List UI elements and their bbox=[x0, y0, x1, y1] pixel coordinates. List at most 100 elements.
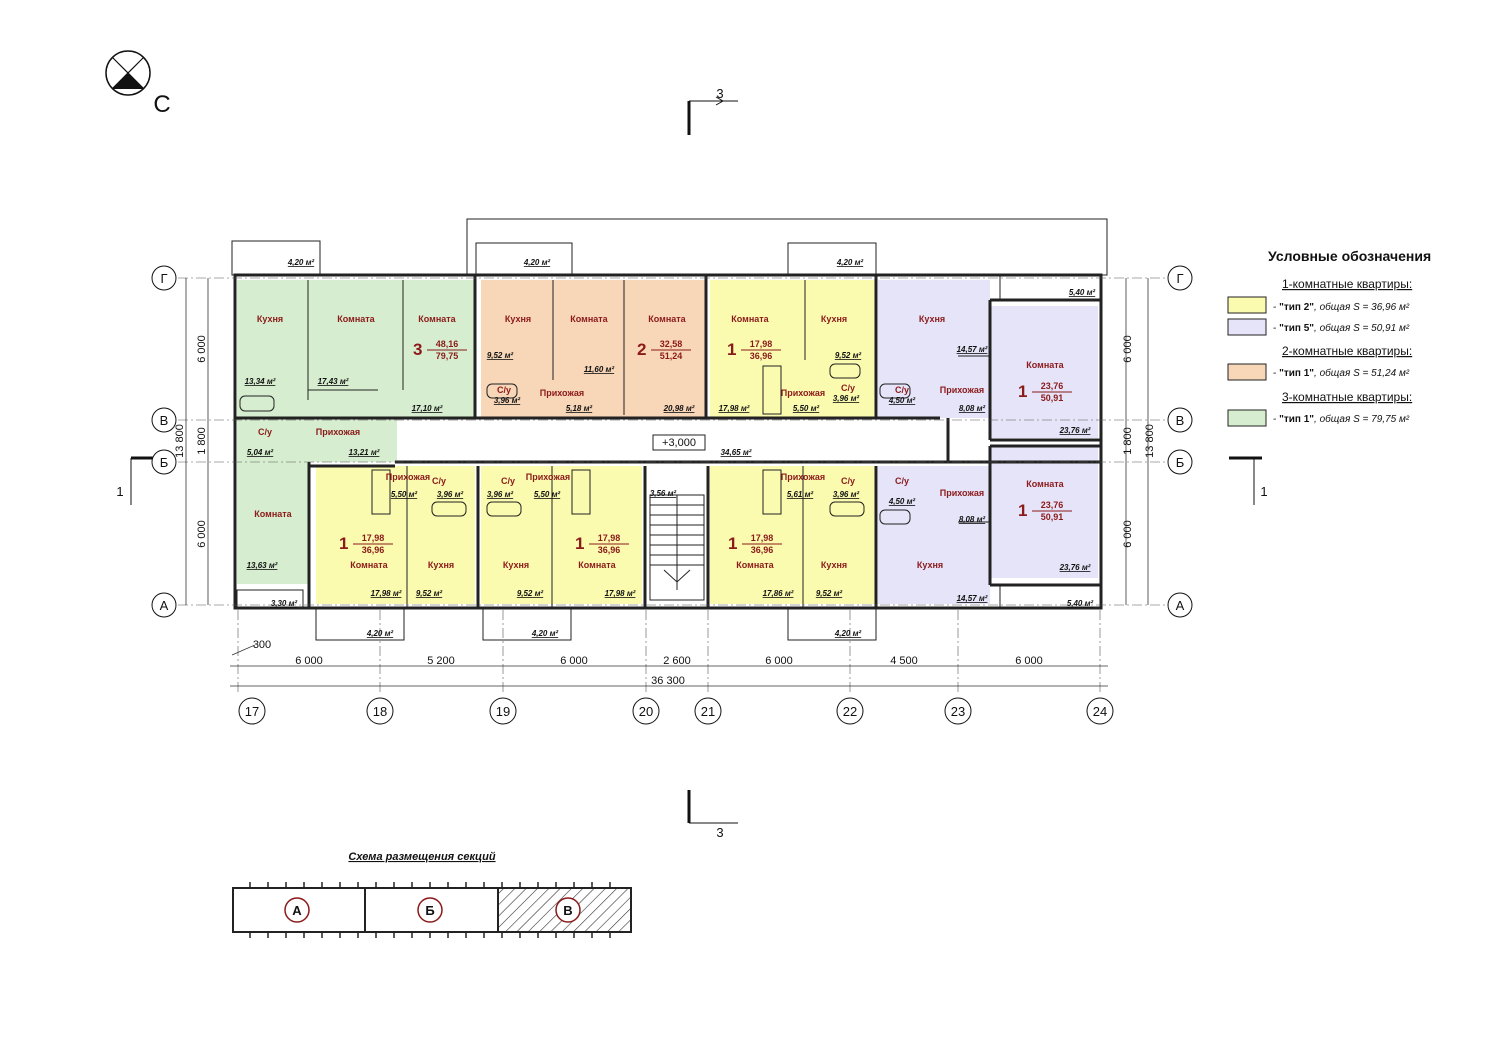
room-label: Кухня bbox=[428, 560, 454, 570]
axis-label-row-b: Б bbox=[1176, 455, 1185, 470]
apartment-total-area: 79,75 bbox=[436, 351, 459, 361]
room-labels: Кухня 13,34 м² Комната 17,43 м² Комната … bbox=[245, 314, 1091, 603]
apartment-total-area: 51,24 bbox=[660, 351, 683, 361]
room-area: 9,52 м² bbox=[816, 589, 843, 598]
axis-label-col-21: 21 bbox=[701, 704, 715, 719]
dim-left-total: 13 800 bbox=[174, 424, 186, 458]
room-label: Кухня bbox=[257, 314, 283, 324]
room-area: 17,43 м² bbox=[318, 377, 349, 386]
room-label: Прихожая bbox=[781, 472, 825, 482]
room-label: Комната bbox=[570, 314, 608, 324]
apartment-living-area: 17,98 bbox=[750, 339, 773, 349]
dim-bottom-4: 2 600 bbox=[663, 655, 691, 667]
room-area: 9,52 м² bbox=[517, 589, 544, 598]
room-area: 8,08 м² bbox=[959, 404, 986, 413]
room-area: 11,60 м² bbox=[584, 365, 615, 374]
axis-label-col-20: 20 bbox=[639, 704, 653, 719]
north-arrow-icon bbox=[105, 50, 151, 96]
room-label: Комната bbox=[1026, 360, 1064, 370]
apartment-total-area: 36,96 bbox=[750, 351, 773, 361]
apartment-living-area: 17,98 bbox=[751, 533, 774, 543]
room-area: 5,50 м² bbox=[793, 404, 820, 413]
room-label: Прихожая bbox=[781, 388, 825, 398]
room-label: С/у bbox=[258, 427, 272, 437]
apartment-living-area: 23,76 bbox=[1041, 500, 1064, 510]
legend: Условные обозначения 1-комнатные квартир… bbox=[1227, 248, 1431, 427]
room-area: 8,08 м² bbox=[959, 515, 986, 524]
room-label: Кухня bbox=[919, 314, 945, 324]
room-area: 17,86 м² bbox=[763, 589, 794, 598]
level-label: +3,000 bbox=[662, 437, 696, 449]
scheme-section-v: В bbox=[563, 903, 572, 918]
section-mark-bottom bbox=[687, 790, 738, 824]
apartment-rooms: 1 bbox=[727, 340, 736, 359]
dim-right-total: 13 800 bbox=[1144, 424, 1156, 458]
axis-label-row-b: Б bbox=[160, 455, 169, 470]
room-area: 5,61 м² bbox=[787, 490, 814, 499]
north-letter: С bbox=[153, 91, 170, 118]
room-area: 14,57 м² bbox=[957, 345, 988, 354]
room-label: Комната bbox=[1026, 479, 1064, 489]
axis-bubble-col-18 bbox=[366, 697, 394, 725]
room-area: 23,76 м² bbox=[1059, 426, 1091, 435]
apartment-living-area: 32,58 bbox=[660, 339, 683, 349]
legend-group-3: 3-комнатные квартиры: bbox=[1282, 390, 1412, 404]
room-label: Комната bbox=[648, 314, 686, 324]
room-area: 3,96 м² bbox=[494, 396, 521, 405]
section-mark-top-label: 3 bbox=[716, 86, 723, 101]
legend-item-3: - "тип 1", общая S = 51,24 м² bbox=[1273, 367, 1410, 379]
level-badge bbox=[652, 434, 706, 451]
axis-bubble-row-b bbox=[1167, 449, 1193, 475]
dim-right-3: 6 000 bbox=[1122, 520, 1134, 548]
room-label: С/у bbox=[895, 476, 909, 486]
room-area: 4,50 м² bbox=[888, 497, 916, 506]
apartment-rooms: 1 bbox=[1018, 382, 1027, 401]
apartment-total-area: 36,96 bbox=[751, 545, 774, 555]
room-area: 9,52 м² bbox=[416, 589, 443, 598]
axis-bubble-row-a bbox=[1167, 592, 1193, 618]
room-label: С/у bbox=[841, 476, 855, 486]
room-area: 5,50 м² bbox=[391, 490, 418, 499]
axis-bubble-col-24 bbox=[1086, 697, 1114, 725]
room-area: 5,50 м² bbox=[534, 490, 561, 499]
legend-swatch bbox=[1227, 318, 1267, 336]
axis-bubble-row-b bbox=[151, 449, 177, 475]
apartment-rooms: 1 bbox=[339, 534, 348, 553]
room-label: Комната bbox=[337, 314, 375, 324]
axis-bubble-row-v bbox=[1167, 407, 1193, 433]
dim-bottom-2: 5 200 bbox=[427, 655, 455, 667]
section-scheme: Схема размещения секций А Б В bbox=[232, 851, 632, 938]
axis-label-row-a: А bbox=[1176, 598, 1185, 613]
dim-left-3: 6 000 bbox=[196, 520, 208, 548]
axis-bubble-row-g bbox=[151, 265, 177, 291]
bathtub-icons bbox=[239, 363, 911, 525]
room-label: Кухня bbox=[821, 314, 847, 324]
legend-item-4: - "тип 1", общая S = 79,75 м² bbox=[1273, 413, 1410, 425]
dim-right-2: 1 800 bbox=[1122, 427, 1134, 455]
room-area: 17,98 м² bbox=[371, 589, 402, 598]
legend-item-1: - "тип 2", общая S = 36,96 м² bbox=[1273, 301, 1410, 313]
apartment-tag: 1 17,98 36,96 bbox=[727, 339, 781, 361]
apartment-total-area: 36,96 bbox=[598, 545, 621, 555]
dim-bottom-3: 6 000 bbox=[560, 655, 588, 667]
room-label: Прихожая bbox=[940, 488, 984, 498]
axis-label-col-19: 19 bbox=[496, 704, 510, 719]
room-label: Комната bbox=[578, 560, 616, 570]
room-area: 5,04 м² bbox=[247, 448, 274, 457]
room-label: Кухня bbox=[917, 560, 943, 570]
axis-label-row-v: В bbox=[1176, 413, 1185, 428]
dim-bottom-1: 6 000 bbox=[295, 655, 323, 667]
stair bbox=[649, 494, 705, 601]
room-label: Прихожая bbox=[386, 472, 430, 482]
balcony-area: 4,20 м² bbox=[366, 629, 394, 638]
room-label: Комната bbox=[731, 314, 769, 324]
axis-bubble-row-v bbox=[151, 407, 177, 433]
apartment-total-area: 36,96 bbox=[362, 545, 385, 555]
room-area: 9,52 м² bbox=[835, 351, 862, 360]
room-area: 3,96 м² bbox=[833, 490, 860, 499]
axis-label-row-g: Г bbox=[1176, 271, 1183, 286]
